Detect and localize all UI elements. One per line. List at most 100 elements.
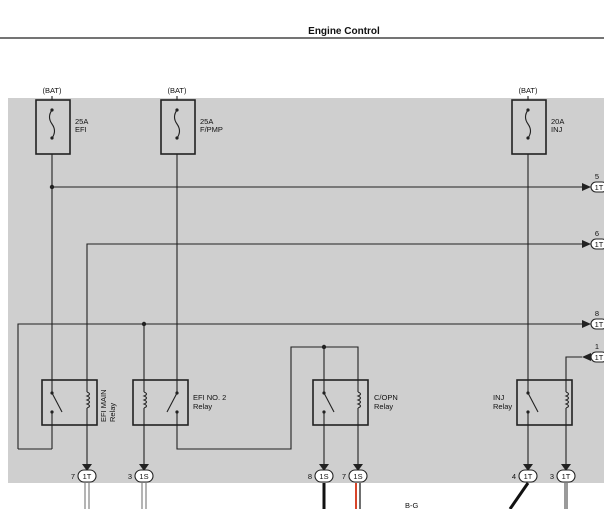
relay-label: Relay	[493, 402, 512, 411]
junction-dot	[49, 184, 55, 190]
connector-pin: 8	[595, 309, 599, 318]
connector-shell	[518, 469, 538, 483]
fuse-box	[35, 99, 71, 155]
connector-arrow	[582, 183, 591, 191]
fuse-amp: 25A	[200, 117, 213, 126]
connector-shell	[77, 469, 97, 483]
connector-code: 1S	[353, 472, 362, 481]
switch-contact	[50, 391, 54, 395]
connector-arrow	[582, 320, 591, 328]
wire-black	[508, 482, 530, 509]
connector-bottom-5: 4 1T	[512, 464, 538, 483]
fuse-box	[160, 99, 196, 155]
connector-pin: 7	[71, 472, 75, 481]
connector-pin: 1	[595, 342, 599, 351]
connector-code: 1S	[319, 472, 328, 481]
connector-right-2: 6 1T	[582, 229, 604, 250]
switch-contact	[322, 410, 326, 414]
connector-bottom-6: 3 1T	[550, 464, 576, 483]
relay-label: EFI MAIN	[99, 389, 108, 422]
connector-code: 1T	[562, 472, 571, 481]
bat-label: (BAT)	[42, 86, 62, 95]
connector-arrow	[139, 464, 149, 471]
fuse-box	[511, 99, 547, 155]
fuse-amp: 25A	[75, 117, 88, 126]
wire	[17, 323, 582, 449]
connector-shell	[556, 469, 576, 483]
page-title: Engine Control	[308, 26, 380, 37]
relay-box	[516, 379, 573, 426]
switch-arm	[527, 392, 539, 413]
relay-label: Relay	[193, 402, 212, 411]
connector-arrow	[82, 464, 92, 471]
fuse-name: INJ	[551, 125, 563, 134]
relay-label: Relay	[374, 402, 393, 411]
relay-coil	[356, 391, 362, 409]
connector-arrow	[353, 464, 363, 471]
connector-pin: 8	[308, 472, 312, 481]
relay-label: C/OPN	[374, 393, 398, 402]
switch-contact	[322, 391, 326, 395]
relay-coil	[85, 391, 91, 409]
relay-label: EFI NO. 2	[193, 393, 226, 402]
connector-shell	[590, 181, 604, 193]
fuse-terminal	[526, 136, 530, 140]
relay-label: Relay	[108, 403, 117, 422]
connector-bottom-2: 3 1S	[128, 464, 154, 483]
switch-contact	[50, 410, 54, 414]
bat-label: (BAT)	[518, 86, 538, 95]
fuse-name: EFI	[75, 125, 87, 134]
fuse-terminal	[50, 108, 54, 112]
relay-copn: C/OPN Relay	[312, 379, 398, 426]
relay-box	[312, 379, 369, 426]
connector-shell	[590, 238, 604, 250]
wire	[565, 356, 582, 380]
connector-shell	[314, 469, 334, 483]
connector-bottom-1: 7 1T	[71, 464, 97, 483]
connector-shell	[590, 351, 604, 363]
wire	[176, 346, 324, 450]
wiring	[17, 154, 582, 470]
connector-pin: 3	[128, 472, 132, 481]
connector-arrow	[561, 464, 571, 471]
connector-shell	[348, 469, 368, 483]
relay-coil	[564, 391, 570, 409]
switch-arm	[166, 392, 178, 413]
connector-bottom-3: 8 1S	[308, 464, 334, 483]
wire	[324, 346, 359, 380]
switch-contact	[526, 391, 530, 395]
connector-arrow	[582, 240, 591, 248]
fuse-terminal	[526, 108, 530, 112]
switch-contact	[175, 391, 179, 395]
connector-code: 1T	[595, 353, 604, 362]
fuse-efi: (BAT) 25A EFI	[35, 86, 88, 155]
relay-box	[132, 379, 189, 426]
fuse-terminal	[175, 108, 179, 112]
fuse-amp: 20A	[551, 117, 564, 126]
fuse-element	[173, 109, 181, 139]
connector-code: 1S	[139, 472, 148, 481]
relay-inj: INJ Relay	[493, 379, 573, 426]
connector-code: 1T	[595, 320, 604, 329]
switch-contact	[526, 410, 530, 414]
connector-right-4: 1 1T	[582, 342, 604, 363]
connector-right-1: 5 1T	[582, 172, 604, 193]
fuse-inj: (BAT) 20A INJ	[511, 86, 564, 155]
connector-right-3: 8 1T	[582, 309, 604, 330]
relay-label: INJ	[493, 393, 505, 402]
diagram-panel	[8, 98, 604, 483]
bat-label: (BAT)	[167, 86, 187, 95]
fuse-name: F/PMP	[200, 125, 223, 134]
connector-code: 1T	[595, 183, 604, 192]
fuse-terminal	[50, 136, 54, 140]
connector-arrow	[523, 464, 533, 471]
connector-arrow	[582, 353, 591, 361]
connector-pin: 4	[512, 472, 516, 481]
outgoing-wires: B-G	[84, 482, 568, 509]
fuse-fpmp: (BAT) 25A F/PMP	[160, 86, 223, 155]
switch-contact	[175, 410, 179, 414]
relay-efi-no2: EFI NO. 2 Relay	[132, 379, 226, 426]
fuse-element	[48, 109, 56, 139]
connector-code: 1T	[524, 472, 533, 481]
wire-label: B-G	[405, 501, 419, 509]
